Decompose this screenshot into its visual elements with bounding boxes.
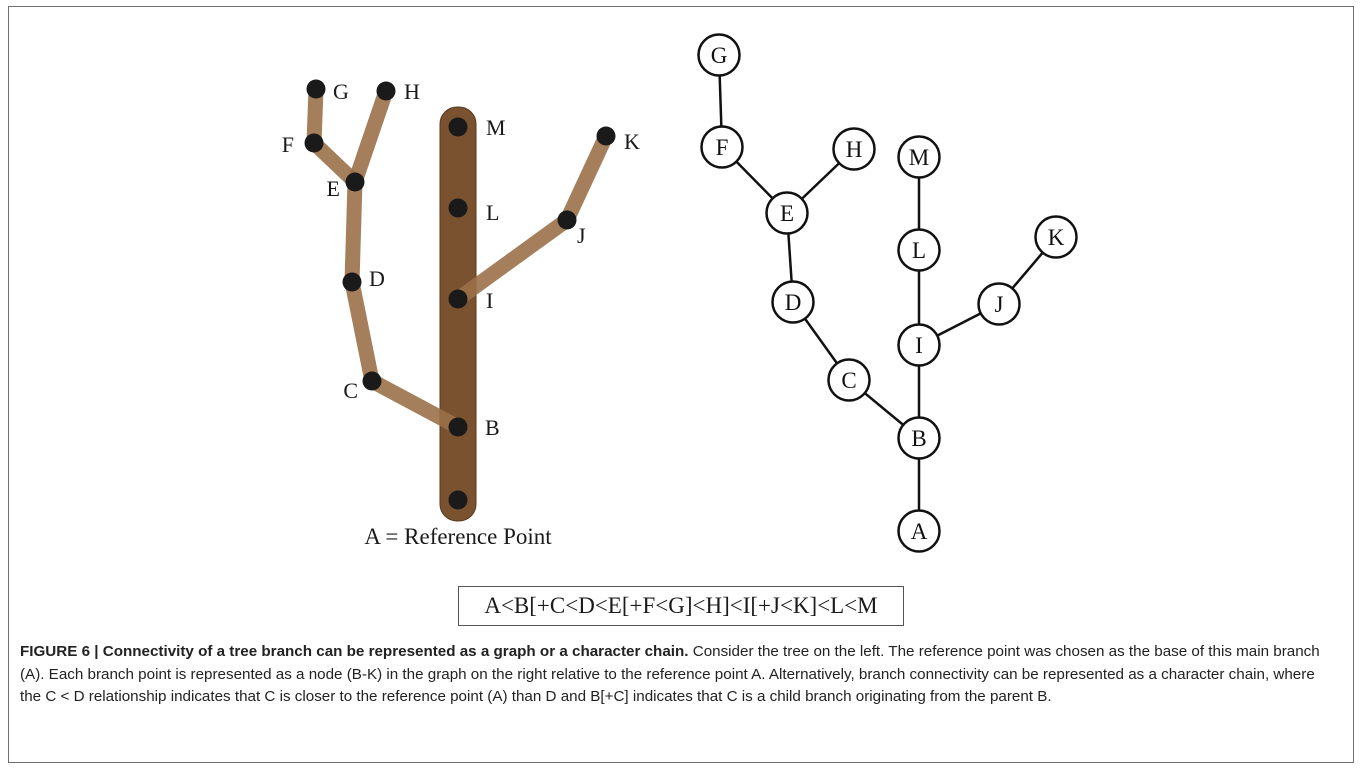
branch-segment-B-C — [364, 373, 466, 435]
graph-node-J: J — [977, 282, 1021, 326]
graph-node-H: H — [832, 127, 876, 171]
graph-node-F: F — [700, 125, 744, 169]
branch-point-label-J: J — [577, 223, 586, 248]
graph-node-circle-E — [765, 191, 809, 235]
branch-point-F — [304, 133, 324, 153]
graph-node-circle-F — [700, 125, 744, 169]
graph-node-label-H: H — [846, 137, 863, 162]
branch-segment-J-K — [559, 128, 614, 228]
branch-point-label-L: L — [486, 200, 499, 225]
branch-point-label-B: B — [485, 415, 500, 440]
graph-node-D: D — [771, 280, 815, 324]
graph-node-M: M — [897, 135, 941, 179]
graph-node-label-F: F — [716, 135, 729, 160]
graph-node-circle-H — [832, 127, 876, 171]
branch-point-label-E: E — [327, 176, 340, 201]
branch-point-G — [306, 79, 326, 99]
branch-segment-D-E — [344, 174, 363, 290]
graph-node-circle-D — [771, 280, 815, 324]
graph-node-label-D: D — [785, 290, 802, 315]
graph-node-circle-A — [897, 509, 941, 553]
branch-point-C — [362, 371, 382, 391]
graph-node-circle-I — [897, 323, 941, 367]
main-trunk — [439, 106, 477, 522]
branch-segment-C-D — [344, 274, 380, 389]
graph-node-circle-J — [977, 282, 1021, 326]
graph-node-label-B: B — [911, 426, 926, 451]
graph-node-circle-G — [697, 33, 741, 77]
branch-point-label-M: M — [486, 115, 506, 140]
graph-node-label-E: E — [780, 201, 794, 226]
graph-node-circle-C — [827, 358, 871, 402]
branch-point-D — [342, 272, 362, 292]
graph-node-label-I: I — [915, 333, 923, 358]
graph-node-A: A — [897, 509, 941, 553]
graph-node-B: B — [897, 416, 941, 460]
branch-point-L — [448, 198, 468, 218]
graph-node-label-M: M — [909, 145, 929, 170]
graph-node-label-J: J — [995, 292, 1004, 317]
graph-node-label-K: K — [1048, 225, 1065, 250]
character-chain: A<B[+C<D<E[+F<G]<H]<I[+J<K]<L<M — [458, 586, 904, 626]
caption-lead: FIGURE 6 | Connectivity of a tree branch… — [20, 643, 689, 660]
branch-point-label-C: C — [343, 378, 358, 403]
graph-node-K: K — [1034, 215, 1078, 259]
graph-node-label-G: G — [711, 43, 728, 68]
figure-caption: FIGURE 6 | Connectivity of a tree branch… — [20, 641, 1338, 709]
graph-node-label-A: A — [911, 519, 928, 544]
branch-point-label-G: G — [333, 79, 349, 104]
graph-node-I: I — [897, 323, 941, 367]
caption-body: Consider the tree on the left. The refer… — [20, 643, 1320, 705]
branch-point-label-H: H — [404, 79, 420, 104]
branch-segment-I-J — [450, 212, 575, 307]
figure-frame — [8, 6, 1354, 763]
branch-point-J — [557, 210, 577, 230]
graph-node-circle-B — [897, 416, 941, 460]
branch-point-label-F: F — [282, 132, 294, 157]
left-tree-illustration: B C D E F G H I J K L M — [282, 79, 640, 522]
graph-node-label-C: C — [841, 368, 856, 393]
branch-segment-E-H — [347, 83, 394, 190]
branch-point-label-K: K — [624, 129, 640, 154]
graph-node-E: E — [765, 191, 809, 235]
branch-point-H — [376, 81, 396, 101]
branch-point-label-D: D — [369, 266, 385, 291]
graph-node-G: G — [697, 33, 741, 77]
graph-node-circle-K — [1034, 215, 1078, 259]
graph-node-C: C — [827, 358, 871, 402]
branch-point-label-I: I — [486, 288, 493, 313]
branch-point-A — [448, 490, 468, 510]
branch-point-B — [448, 417, 468, 437]
branch-point-I — [448, 289, 468, 309]
node-graph: A B C D E F G H I J K L M — [697, 33, 1078, 553]
graph-node-circle-L — [897, 228, 941, 272]
graph-node-label-L: L — [912, 238, 926, 263]
branch-point-M — [448, 117, 468, 137]
branch-point-K — [596, 126, 616, 146]
graph-node-circle-M — [897, 135, 941, 179]
reference-point-label: A = Reference Point — [364, 524, 552, 549]
branch-point-E — [345, 172, 365, 192]
graph-node-L: L — [897, 228, 941, 272]
